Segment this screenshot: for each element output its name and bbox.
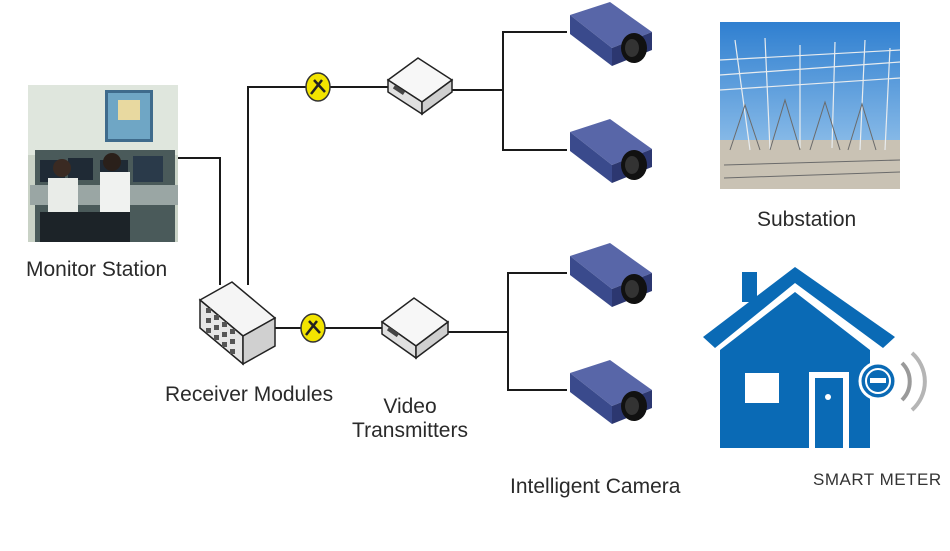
line-monitor-receiver: [178, 157, 221, 285]
camera-icon: [570, 2, 652, 66]
smart-meter-icon: [858, 351, 927, 412]
video-transmitter-icon: [380, 297, 450, 360]
receiver-modules-label: Receiver Modules: [165, 383, 334, 406]
line-receiver-top: [247, 86, 390, 285]
monitor-station-label: Monitor Station: [26, 258, 168, 281]
connector-icon: [305, 72, 331, 102]
house-icon: [703, 267, 895, 448]
receiver-module-icon: [198, 281, 277, 366]
video-transmitter-icon: [386, 57, 454, 116]
video-transmitters-label: Video Transmitters: [350, 395, 470, 443]
intelligent-camera-label: Intelligent Camera: [510, 475, 681, 498]
video-transmitters-label-line1: Video: [383, 395, 437, 418]
line-split-top: [502, 31, 567, 151]
smart-meter-label: SMART METER: [813, 470, 942, 489]
camera-icon: [570, 360, 652, 424]
video-transmitters-label-line2: Transmitters: [352, 419, 468, 442]
camera-icon: [570, 243, 652, 307]
connection-lines: [178, 31, 567, 391]
line-split-bottom: [507, 272, 567, 391]
substation-photo: [719, 22, 901, 189]
substation-label: Substation: [757, 208, 857, 231]
monitor-station-photo: [28, 85, 178, 242]
connector-icon: [300, 313, 326, 343]
camera-icon: [570, 119, 652, 183]
